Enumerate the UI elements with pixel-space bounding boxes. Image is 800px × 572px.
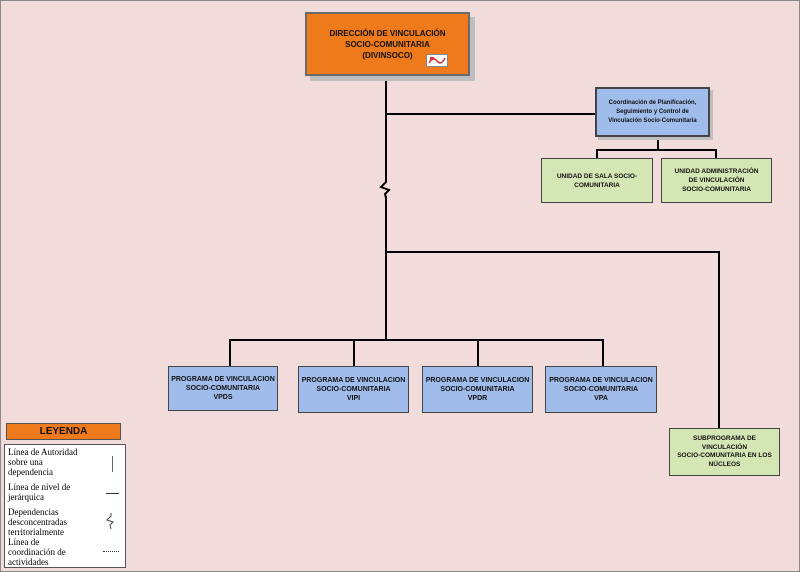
director-box: DIRECCIÓN DE VINCULACIÓN SOCIO-COMUNITAR…: [305, 12, 470, 76]
legend-authority-symbol: [112, 456, 113, 472]
program-3-drop: [477, 339, 479, 367]
program-box-vipi: PROGRAMA DE VINCULACION SOCIO-COMUNITARI…: [298, 366, 409, 413]
legend-item-decentralized: Dependencias desconcentradas territorial…: [8, 507, 67, 537]
program-1-line3: VPDS: [213, 394, 233, 401]
program-4-line2: SOCIO-COMUNITARIA: [563, 386, 639, 393]
program-box-vpds: PROGRAMA DE VINCULACION SOCIO-COMUNITARI…: [168, 366, 278, 411]
director-line3: (DIVINSOCO): [362, 50, 413, 60]
subprogram-line1: SUBPROGRAMA DE: [693, 435, 756, 442]
program-3-line3: VPDR: [467, 395, 488, 402]
legend-decentralized-symbol: [106, 513, 114, 529]
program-1-line2: SOCIO-COMUNITARIA: [185, 385, 261, 392]
unit-box-administracion: UNIDAD ADMINISTRACIÓN DE VINCULACIÓN SOC…: [661, 158, 772, 203]
legend-title: LEYENDA: [6, 423, 121, 440]
program-3-line1: PROGRAMA DE VINCULACION: [425, 377, 530, 384]
legend-panel: [4, 444, 126, 568]
coordination-line2: Seguimiento y Control de: [616, 108, 689, 115]
unit-1-line1: UNIDAD DE SALA SOCIO-: [556, 172, 638, 180]
programs-bar: [229, 339, 604, 341]
unit-box-sala: UNIDAD DE SALA SOCIO- COMUNITARIA: [541, 158, 653, 203]
legend-item-hierarchy: Línea de nivel de jerárquica: [8, 482, 71, 502]
subprogram-line3: SOCIO-COMUNITARIA EN LOS: [677, 452, 772, 459]
unit-2-line3: SOCIO-COMUNITARIA: [682, 186, 751, 193]
program-box-vpdr: PROGRAMA DE VINCULACION SOCIO-COMUNITARI…: [422, 366, 533, 413]
coord-branch: [386, 113, 595, 115]
legend-item-coordination: Línea de coordinación de actividades: [8, 537, 66, 567]
decentralized-break-symbol: [379, 178, 391, 198]
program-2-line3: VIPI: [346, 395, 361, 402]
coord-to-units-stem: [657, 136, 659, 150]
program-4-drop: [602, 339, 604, 367]
director-line2: SOCIO-COMUNITARIA: [345, 39, 430, 49]
program-3-line2: SOCIO-COMUNITARIA: [440, 386, 515, 393]
unit-2-line2: DE VINCULACIÓN: [688, 177, 745, 184]
program-1-line1: PROGRAMA DE VINCULACION: [171, 376, 275, 383]
subprogram-line2: VINCULACIÓN: [701, 443, 748, 451]
program-box-vpa: PROGRAMA DE VINCULACION SOCIO-COMUNITARI…: [545, 366, 657, 413]
unit-1-line2: COMUNITARIA: [574, 181, 620, 189]
logo-icon: [426, 54, 448, 67]
director-line1: DIRECCIÓN DE VINCULACIÓN: [329, 28, 446, 38]
unit-2-line1: UNIDAD ADMINISTRACIÓN: [674, 168, 759, 175]
coordination-line1: Coordinación de Planificación,: [608, 99, 697, 106]
program-2-drop: [353, 339, 355, 367]
program-2-line2: SOCIO-COMUNITARIA: [316, 386, 391, 393]
program-4-line3: VPA: [594, 395, 608, 402]
coordination-box: Coordinación de Planificación, Seguimien…: [595, 87, 710, 137]
main-trunk-upper: [385, 76, 387, 180]
subprogram-line4: NÚCLEOS: [708, 460, 741, 468]
legend-item-authority: Línea de Autoridad sobre una dependencia: [8, 447, 78, 477]
legend-title-text: LEYENDA: [39, 426, 88, 437]
unit-1-drop: [596, 149, 598, 159]
units-bar: [596, 149, 717, 151]
unit-2-drop: [715, 149, 717, 159]
program-2-line1: PROGRAMA DE VINCULACION: [301, 377, 406, 384]
legend-coordination-symbol: [103, 551, 119, 552]
program-4-line1: PROGRAMA DE VINCULACION: [549, 377, 653, 384]
legend-hierarchy-symbol: [106, 493, 119, 494]
coordination-line3: Vinculación Socio-Comunitaria: [608, 117, 697, 124]
subprogram-branch: [386, 251, 720, 253]
subprogram-drop: [718, 251, 720, 429]
main-trunk-lower: [385, 196, 387, 340]
subprogram-box: SUBPROGRAMA DE VINCULACIÓN SOCIO-COMUNIT…: [669, 428, 780, 476]
program-1-drop: [229, 339, 231, 367]
